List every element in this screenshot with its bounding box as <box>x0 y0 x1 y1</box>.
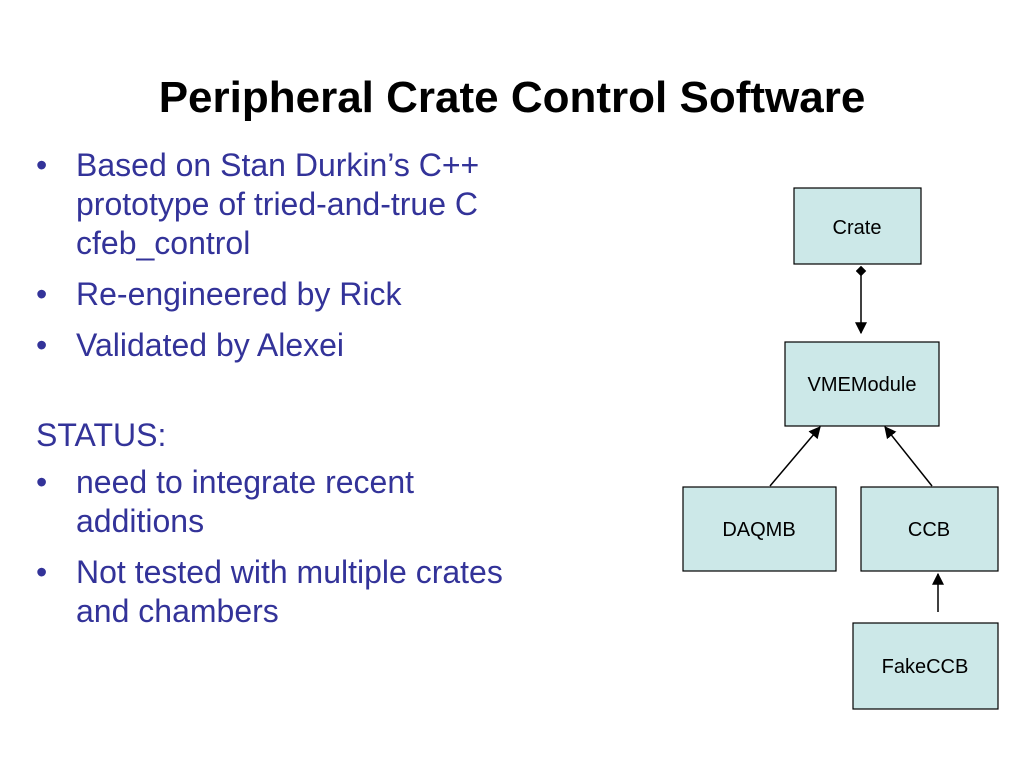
slide-title: Peripheral Crate Control Software <box>158 73 866 122</box>
connector-ccb-vmemodule <box>884 426 933 487</box>
node-box <box>682 486 837 572</box>
node-box <box>793 187 922 265</box>
list-item: • need to integrate recent additions <box>36 463 636 541</box>
list-item: • Not tested with multiple crates and ch… <box>36 553 636 631</box>
node-box <box>784 341 940 427</box>
bullet-line: prototype of tried-and-true C <box>76 186 478 222</box>
list-item: • Based on Stan Durkin’s C++ prototype o… <box>36 146 636 263</box>
node-fakeccb: FakeCCB <box>852 622 999 710</box>
bullet-line: and chambers <box>76 593 279 629</box>
bullet-glyph: • <box>36 276 48 312</box>
bullet-glyph: • <box>36 327 48 363</box>
bullet-line: Re-engineered by Rick <box>76 276 402 312</box>
bullet-line: additions <box>76 503 205 539</box>
node-crate: Crate <box>793 187 922 265</box>
bullet-list-top: • Based on Stan Durkin’s C++ prototype o… <box>36 146 636 365</box>
status-heading: STATUS: <box>36 417 167 453</box>
bullet-line: need to integrate recent <box>76 464 415 500</box>
bullet-glyph: • <box>36 464 48 500</box>
bullet-list-status: • need to integrate recent additions • N… <box>36 463 636 631</box>
bullet-line: Based on Stan Durkin’s C++ <box>76 147 480 183</box>
node-label: VMEModule <box>808 374 917 396</box>
bullet-glyph: • <box>36 147 48 183</box>
slide-body: • Based on Stan Durkin’s C++ prototype o… <box>36 146 636 643</box>
bullet-line: cfeb_control <box>76 225 251 261</box>
node-box <box>852 622 999 710</box>
bullet-glyph: • <box>36 554 48 590</box>
node-ccb: CCB <box>860 486 999 572</box>
node-box <box>860 486 999 572</box>
bullet-line: Not tested with multiple crates <box>76 554 503 590</box>
node-label: Crate <box>833 217 882 239</box>
node-label: CCB <box>908 519 950 541</box>
list-item: • Re-engineered by Rick <box>36 275 636 314</box>
node-label: DAQMB <box>722 519 795 541</box>
node-label: FakeCCB <box>882 656 969 678</box>
connector-daqmb-vmemodule <box>769 426 821 487</box>
node-daqmb: DAQMB <box>682 486 837 572</box>
node-vmemodule: VMEModule <box>784 341 940 427</box>
bullet-line: Validated by Alexei <box>76 327 345 363</box>
list-item: • Validated by Alexei <box>36 326 636 365</box>
